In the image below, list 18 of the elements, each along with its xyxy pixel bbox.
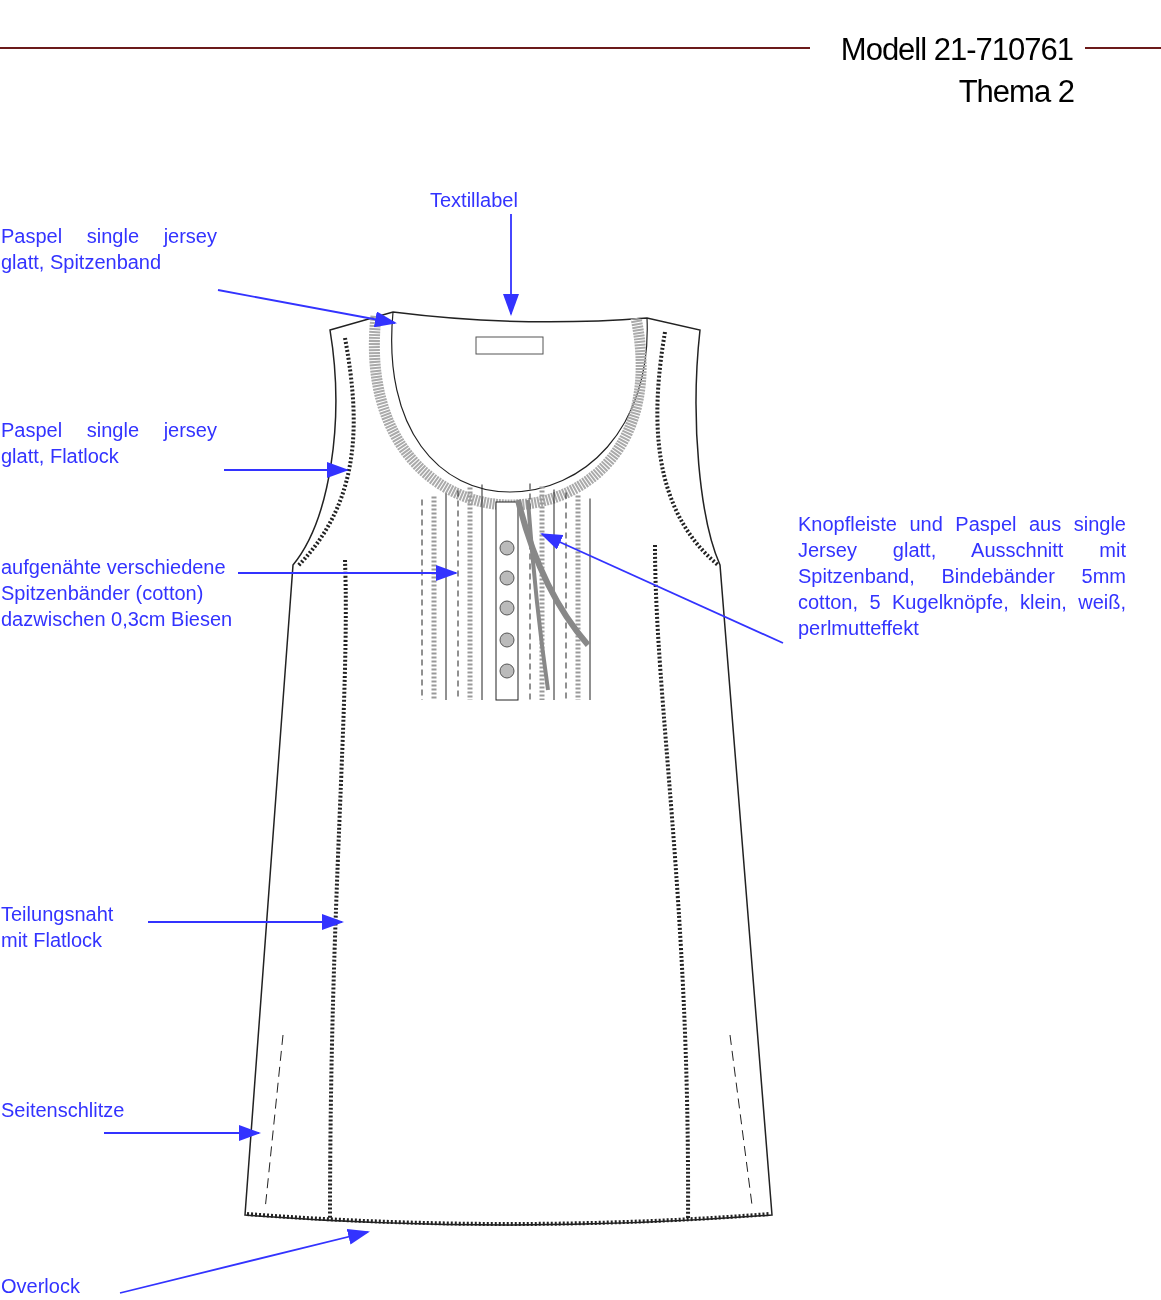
annotation-text: Paspel single jersey glatt, Spitzenband bbox=[1, 223, 217, 275]
annotation-text: Teilungsnaht mit Flatlock bbox=[1, 901, 134, 953]
leader-line bbox=[103, 1125, 261, 1141]
leader-line bbox=[223, 462, 349, 478]
leader-line bbox=[217, 289, 397, 328]
leader-line bbox=[147, 914, 344, 930]
annotation-text: Knopfleiste und Paspel aus single Jersey glatt, Ausschnitt mit Spitzenband, Bindebänder 5mm cotton, 5 Kugelknöpfe, klein, weiß, perlmutteffekt bbox=[798, 511, 1126, 641]
annotation-text: aufgenähte verschiedene Spitzenbänder (cotton) dazwischen 0,3cm Biesen bbox=[1, 554, 237, 632]
theme-label: Thema 2 bbox=[958, 74, 1074, 110]
leader-line bbox=[540, 533, 784, 644]
model-number: Modell 21-710761 bbox=[840, 32, 1073, 68]
leader-line bbox=[119, 1229, 370, 1294]
annotation-text: Seitenschlitze bbox=[1, 1097, 149, 1123]
annotation-text: Paspel single jersey glatt, Flatlock bbox=[1, 417, 217, 469]
annotation-text: Textillabel bbox=[430, 187, 585, 213]
leader-line bbox=[503, 213, 519, 316]
annotation-text: Overlock bbox=[1, 1273, 95, 1299]
leader-line bbox=[237, 565, 458, 581]
